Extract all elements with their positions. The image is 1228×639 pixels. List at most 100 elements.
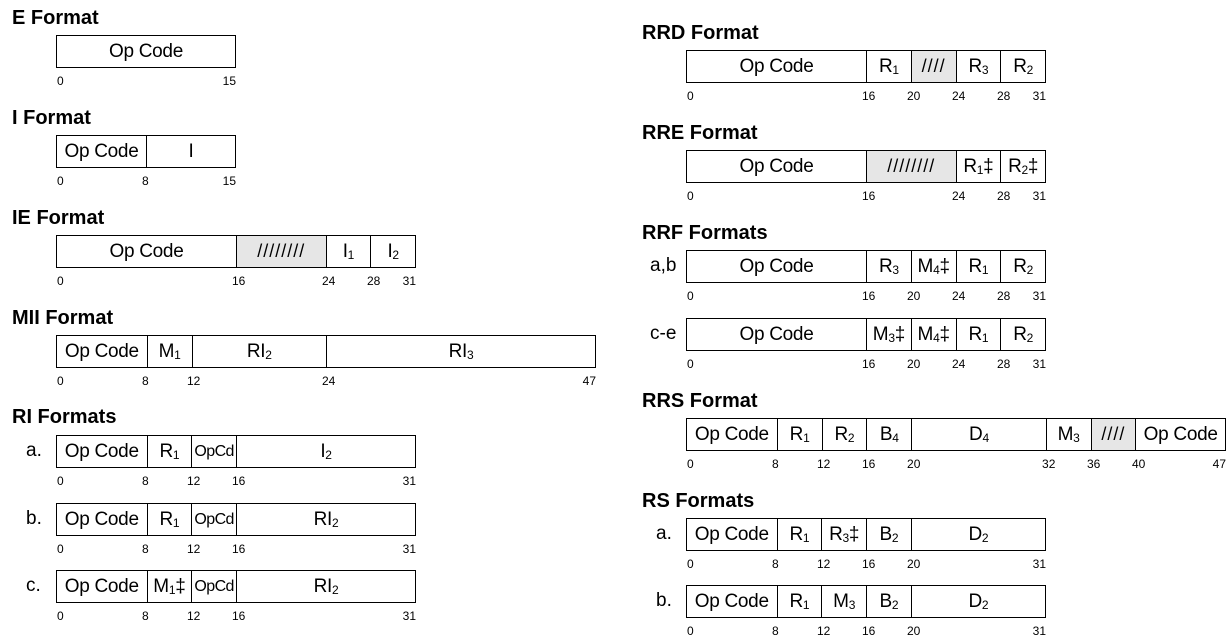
rrs-bit-tick-4: 20 <box>907 457 921 471</box>
ri-c-bit-tick-4: 31 <box>402 609 416 623</box>
ie-field-0: Op Code <box>109 240 184 262</box>
rrf-ab-bit-tick-0: 0 <box>687 289 694 303</box>
ri-c-bit-tick-0: 0 <box>57 609 64 623</box>
ie-field-1: //////// <box>236 236 326 267</box>
ri-a-bit-tick-4: 31 <box>402 474 416 488</box>
rs-a-format-title: RS Formats <box>642 490 755 512</box>
ri-a-bit-tick-2: 12 <box>187 474 201 488</box>
mii-bit-tick-3: 24 <box>322 374 336 388</box>
e-format-box: Op Code <box>56 35 236 68</box>
i-field-0: Op Code <box>64 140 139 162</box>
rs-a-variant-label: a. <box>656 523 672 544</box>
rrf-ce-bit-tick-2: 20 <box>907 357 921 371</box>
rrf-ab-field-0: Op Code <box>739 255 814 277</box>
rrf-ce-field-0: Op Code <box>739 323 814 345</box>
ri-b-bit-tick-0: 0 <box>57 542 64 556</box>
mii-bit-tick-1: 8 <box>142 374 149 388</box>
rs-b-bit-tick-0: 0 <box>687 624 694 638</box>
rre-format-title: RRE Format <box>642 122 758 144</box>
i-field-1: I <box>146 136 235 167</box>
i-bit-tick-1: 8 <box>142 174 149 188</box>
rrf-ab-bit-tick-4: 28 <box>997 289 1011 303</box>
rs-b-bit-tick-1: 8 <box>772 624 779 638</box>
rre-bit-tick-4: 31 <box>1032 189 1046 203</box>
rs-a-bit-tick-5: 31 <box>1032 557 1046 571</box>
ie-bit-tick-2: 24 <box>322 274 336 288</box>
ri-a-bit-tick-1: 8 <box>142 474 149 488</box>
rrs-format-title: RRS Format <box>642 390 758 412</box>
rrf-ab-format-title: RRF Formats <box>642 222 768 244</box>
rrs-bit-tick-2: 12 <box>817 457 831 471</box>
e-bit-tick-0: 0 <box>57 74 64 88</box>
ie-bit-tick-3: 28 <box>367 274 381 288</box>
rrs-bit-tick-8: 47 <box>1212 457 1226 471</box>
ie-bit-tick-0: 0 <box>57 274 64 288</box>
rs-b-bit-tick-2: 12 <box>817 624 831 638</box>
rrd-bit-tick-4: 28 <box>997 89 1011 103</box>
ri-c-bit-tick-2: 12 <box>187 609 201 623</box>
ri-b-bit-tick-4: 31 <box>402 542 416 556</box>
ri-b-field-0: Op Code <box>64 508 139 530</box>
rrf-ce-bit-tick-4: 28 <box>997 357 1011 371</box>
rrs-bit-tick-6: 36 <box>1087 457 1101 471</box>
mii-field-0: Op Code <box>64 340 139 362</box>
rs-b-variant-label: b. <box>656 590 672 611</box>
rre-field-1: //////// <box>866 151 956 182</box>
rrf-ab-bit-tick-3: 24 <box>952 289 966 303</box>
rrf-ce-bit-tick-0: 0 <box>687 357 694 371</box>
rrf-ab-bit-tick-1: 16 <box>862 289 876 303</box>
i-bit-tick-2: 15 <box>222 174 236 188</box>
rrf-ab-bit-tick-5: 31 <box>1032 289 1046 303</box>
rs-b-bit-tick-4: 20 <box>907 624 921 638</box>
rrf-ce-bit-tick-1: 16 <box>862 357 876 371</box>
rrs-field-6: //// <box>1090 419 1136 450</box>
i-format-title: I Format <box>12 107 91 129</box>
ie-bit-tick-1: 16 <box>232 274 246 288</box>
i-bit-tick-0: 0 <box>57 174 64 188</box>
rrd-bit-tick-3: 24 <box>952 89 966 103</box>
ri-a-bit-tick-0: 0 <box>57 474 64 488</box>
ri-c-variant-label: c. <box>26 575 41 596</box>
rs-b-bit-tick-3: 16 <box>862 624 876 638</box>
rre-bit-tick-2: 24 <box>952 189 966 203</box>
rrs-bit-tick-0: 0 <box>687 457 694 471</box>
rs-a-bit-tick-3: 16 <box>862 557 876 571</box>
rre-bit-tick-1: 16 <box>862 189 876 203</box>
rrs-field-7: Op Code <box>1135 419 1225 450</box>
mii-bit-tick-4: 47 <box>582 374 596 388</box>
rrs-field-0: Op Code <box>694 423 769 445</box>
rrd-field-0: Op Code <box>739 55 814 77</box>
rre-field-0: Op Code <box>739 155 814 177</box>
rrf-ab-variant-label: a,b <box>650 255 677 276</box>
